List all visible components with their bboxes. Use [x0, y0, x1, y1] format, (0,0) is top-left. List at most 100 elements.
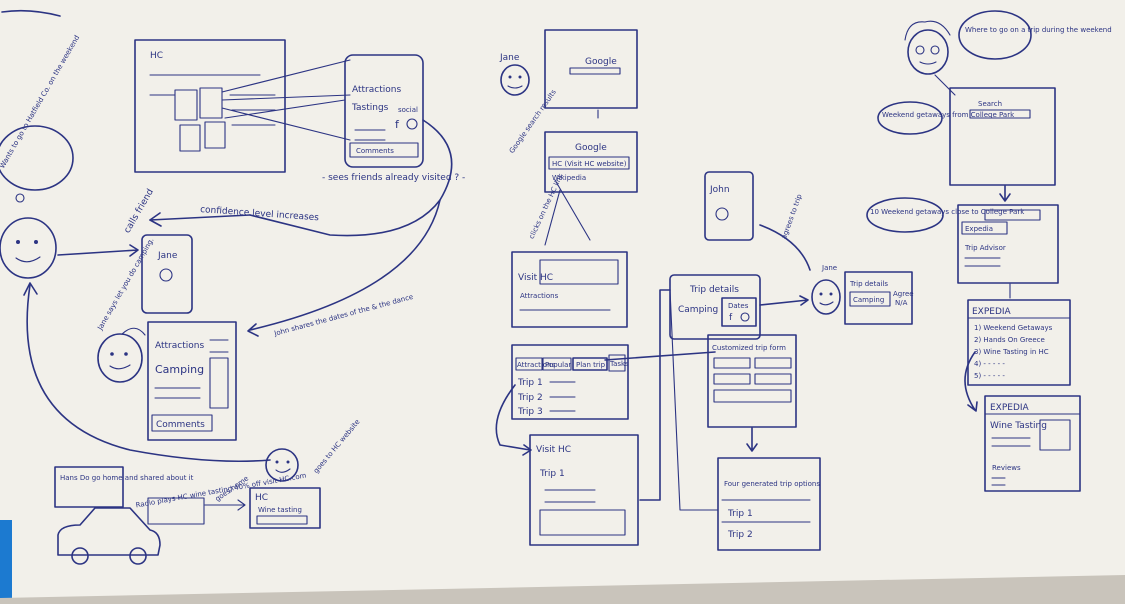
- expedia-item-5: 5) - - - - -: [974, 372, 1005, 380]
- share-arrow: [759, 295, 809, 306]
- expedia-item-4: 4) - - - - -: [974, 360, 1005, 368]
- car-note: Hans Do go home and shared about it: [60, 474, 194, 482]
- eye-icon: [819, 292, 823, 296]
- arrow-head: [23, 282, 38, 296]
- visit-hc-line: Attractions: [520, 292, 559, 300]
- dates-box: [721, 297, 757, 327]
- result-box: [548, 156, 630, 170]
- sees-friends-note: - sees friends already visited ? -: [322, 173, 465, 183]
- trip-details-right-title: Trip details: [849, 280, 888, 288]
- hc-grid-box: [174, 89, 198, 121]
- thought-dot: [15, 193, 25, 203]
- social-line1: Attractions: [352, 85, 401, 95]
- smile-icon: [109, 364, 131, 370]
- smile-icon: [819, 301, 834, 306]
- agrees-arrow: [759, 224, 811, 271]
- trip-arrow: [495, 384, 532, 456]
- expedia-item-3: 3) Wine Tasting in HC: [974, 348, 1049, 356]
- results-search: [984, 209, 1041, 221]
- google-results-card: [544, 131, 638, 193]
- zoom-lines: [221, 59, 351, 141]
- down-arrow: [999, 185, 1011, 202]
- glasses-icon: [915, 45, 925, 55]
- loop-arrow: [26, 284, 271, 463]
- jane2-face: [811, 279, 841, 315]
- glasses-icon: [930, 45, 940, 55]
- jane-phone-label: Jane: [157, 251, 178, 261]
- calls-arrow: [57, 244, 139, 257]
- camping-box: [849, 291, 891, 307]
- curly-person-face: [907, 29, 949, 75]
- detail-box: [539, 509, 626, 536]
- arrow-head: [149, 212, 162, 227]
- facebook-icon: f: [729, 313, 733, 323]
- generated-line2: Trip 2: [727, 530, 753, 540]
- loop-arrow: [964, 351, 978, 412]
- visit-hc-title: Visit HC: [518, 273, 553, 283]
- comments-box: [349, 142, 419, 158]
- right-flow: Where to go on a trip during the weekend…: [866, 10, 1112, 492]
- jane-phone: [141, 234, 193, 314]
- trip-details-line1: Camping: [678, 305, 718, 315]
- google-card-label: Google: [585, 57, 617, 67]
- results-page: [957, 204, 1059, 284]
- jane-face: [97, 333, 143, 383]
- right-thought: Where to go on a trip during the weekend: [965, 26, 1112, 34]
- comments-label: Comments: [356, 147, 394, 155]
- result-item: [961, 221, 1008, 235]
- person-face: [265, 448, 299, 482]
- form-field: [713, 373, 751, 385]
- tab-attractions-label: Attractions: [517, 361, 556, 369]
- trip-details-right-line3: N/A: [895, 299, 908, 307]
- visit-hc-trip-card: [529, 434, 639, 546]
- search-input: [969, 109, 1031, 119]
- eye-icon: [829, 292, 833, 296]
- confidence-arrow-line: [149, 214, 251, 221]
- expedia-detail-line: Wine Tasting: [990, 421, 1047, 431]
- bracket: [639, 289, 671, 501]
- google-card: [544, 29, 638, 109]
- shares-arrow: [247, 199, 441, 337]
- trip-details-right-line1: Camping: [853, 296, 884, 304]
- side-panel: [209, 357, 229, 409]
- curly-hair: [904, 20, 951, 41]
- top-left-scribble: [1, 9, 61, 17]
- expedia-line1: Expedia: [965, 225, 993, 233]
- trip-details-card: [669, 274, 761, 340]
- ad-card-line: Wine tasting: [258, 506, 302, 514]
- generated-card: [717, 457, 821, 551]
- smile-icon: [919, 61, 937, 65]
- thought-bubble-right: [958, 10, 1032, 60]
- visit-hc-trip-line: Trip 1: [539, 469, 565, 479]
- tab-popular-label: Popular: [545, 361, 571, 369]
- hero-image: [539, 259, 619, 285]
- tab-plan-trip: [572, 357, 608, 371]
- google-icon: [159, 268, 173, 282]
- floor-shadow: [0, 575, 1125, 604]
- customized-title: Customized trip form: [712, 344, 786, 352]
- smile-icon: [15, 256, 41, 263]
- social-card: [344, 54, 424, 168]
- google-results-title: Google: [575, 143, 607, 153]
- radio-box: [147, 497, 205, 525]
- hair-bun: [121, 327, 146, 336]
- expedia-detail-title: EXPEDIA: [990, 403, 1030, 413]
- jane-page: [147, 321, 237, 441]
- generated-title: Four generated trip options: [724, 480, 820, 488]
- trip-details-right-card: [844, 271, 913, 325]
- expedia-line2: Trip Advisor: [964, 244, 1006, 252]
- trip-details-title: Trip details: [689, 285, 739, 295]
- car-icon: [57, 507, 161, 556]
- trip-3: Trip 3: [517, 407, 543, 417]
- hc-grid-box: [179, 124, 201, 152]
- google-result-sub: Wikipedia: [552, 174, 586, 182]
- eye-icon: [518, 75, 522, 79]
- hc-grid-box: [199, 87, 223, 119]
- eye-icon: [16, 240, 20, 244]
- eye-icon: [286, 460, 290, 464]
- jane-face-top: [500, 64, 530, 96]
- jane-label: Jane: [499, 53, 520, 63]
- eye-icon: [275, 460, 279, 464]
